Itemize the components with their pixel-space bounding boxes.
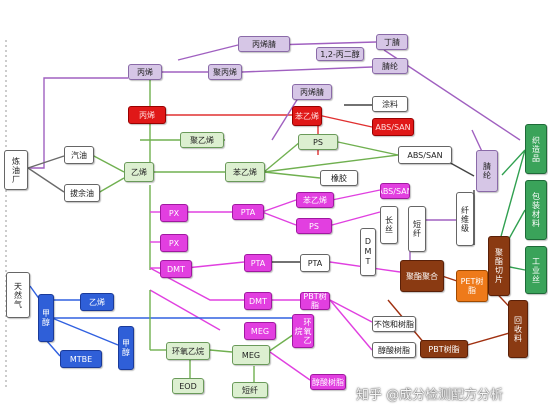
node-mag-4: PS [296,218,332,234]
node-acrylonitrile-top: 丙烯腈 [238,36,290,52]
node-ps: PS [298,134,338,150]
node-abs-san: ABS/SAN [398,146,452,164]
node-mag-dmt: DMT [244,292,272,310]
node-mag-pbt: PBT树脂 [300,292,330,310]
node-acrylonitrile: 丙烯腈 [292,84,332,100]
node-pet: PET树脂 [456,270,488,302]
node-right-1: 织造品 [525,124,547,174]
node-filament: 长丝 [380,206,398,244]
node-alkyd: 醇酸树脂 [372,342,416,358]
node-right-3: 工业丝 [525,246,547,294]
node-mag-eg: MEG [244,322,276,340]
watermark: 知乎 @成分检测配方分析 [356,388,504,403]
node-acrylic-fiber: 腈纶 [372,58,408,74]
node-red-3: ABS/SAN [372,118,414,136]
node-staple: 短纤 [408,206,426,252]
node-mag-mix: DMT [160,260,192,278]
node-blue-ethylene: 乙烯 [80,293,114,311]
node-eo: 环氧乙烷 [166,342,210,360]
node-mag-2: PTA [232,204,264,220]
node-gasoline: 汽油 [64,146,94,164]
node-propylene: 丙烯 [128,64,162,80]
node-ethylene: 乙烯 [124,162,154,182]
node-ethylbenzene: 苯乙烯 [225,162,265,182]
node-unsaturated: 不饱和树脂 [372,316,416,332]
node-polyester-resin: 聚酯聚合 [400,260,444,292]
node-polypropylene: 聚丙烯 [208,64,242,80]
node-mtbe: MTBE [60,350,102,368]
node-green-bottom: 短纤 [232,382,268,398]
node-mag-eo: 环氧乙烷 [292,314,314,348]
node-blue-2: 甲醇 [118,326,134,370]
node-natural-gas: 天然气 [6,272,30,318]
node-coating: 涂料 [372,96,408,112]
node-pbt: PBT树脂 [420,340,468,358]
node-dmt: DMT [360,228,376,276]
node-pta: PTA [300,254,330,272]
node-mag-3: 苯乙烯 [296,192,334,208]
node-polyester-chips: 聚酯切片 [488,236,510,296]
node-red-1: 丙烯 [128,106,166,124]
node-polyethylene: 聚乙烯 [180,132,224,148]
node-rubber: 橡胶 [320,170,358,186]
node-rubber-top: 丁腈 [376,34,408,50]
node-methanol: 甲醇 [38,294,54,342]
node-mag-5: ABS/SAN [380,183,410,199]
node-fiber-grade: 纤维级 [456,192,474,246]
node-raffinate: 拔余油 [64,184,100,202]
node-recycle: 回收料 [508,300,528,358]
node-mag-px2: PX [160,234,188,252]
node-mag-1: PX [160,204,188,222]
node-oil-refinery: 炼油厂 [4,150,28,190]
node-red-2: 苯乙烯 [292,106,322,126]
node-eod: EOD [172,378,204,394]
node-polyester-fiber: 腈纶 [476,150,498,192]
node-right-2: 包装材料 [525,180,547,240]
node-propylene-glycol: 1,2-丙二醇 [316,47,364,61]
node-mag-pta: PTA [244,254,272,272]
node-meg: MEG [232,345,270,365]
node-mag-bottom: 醇酸树脂 [310,374,346,390]
